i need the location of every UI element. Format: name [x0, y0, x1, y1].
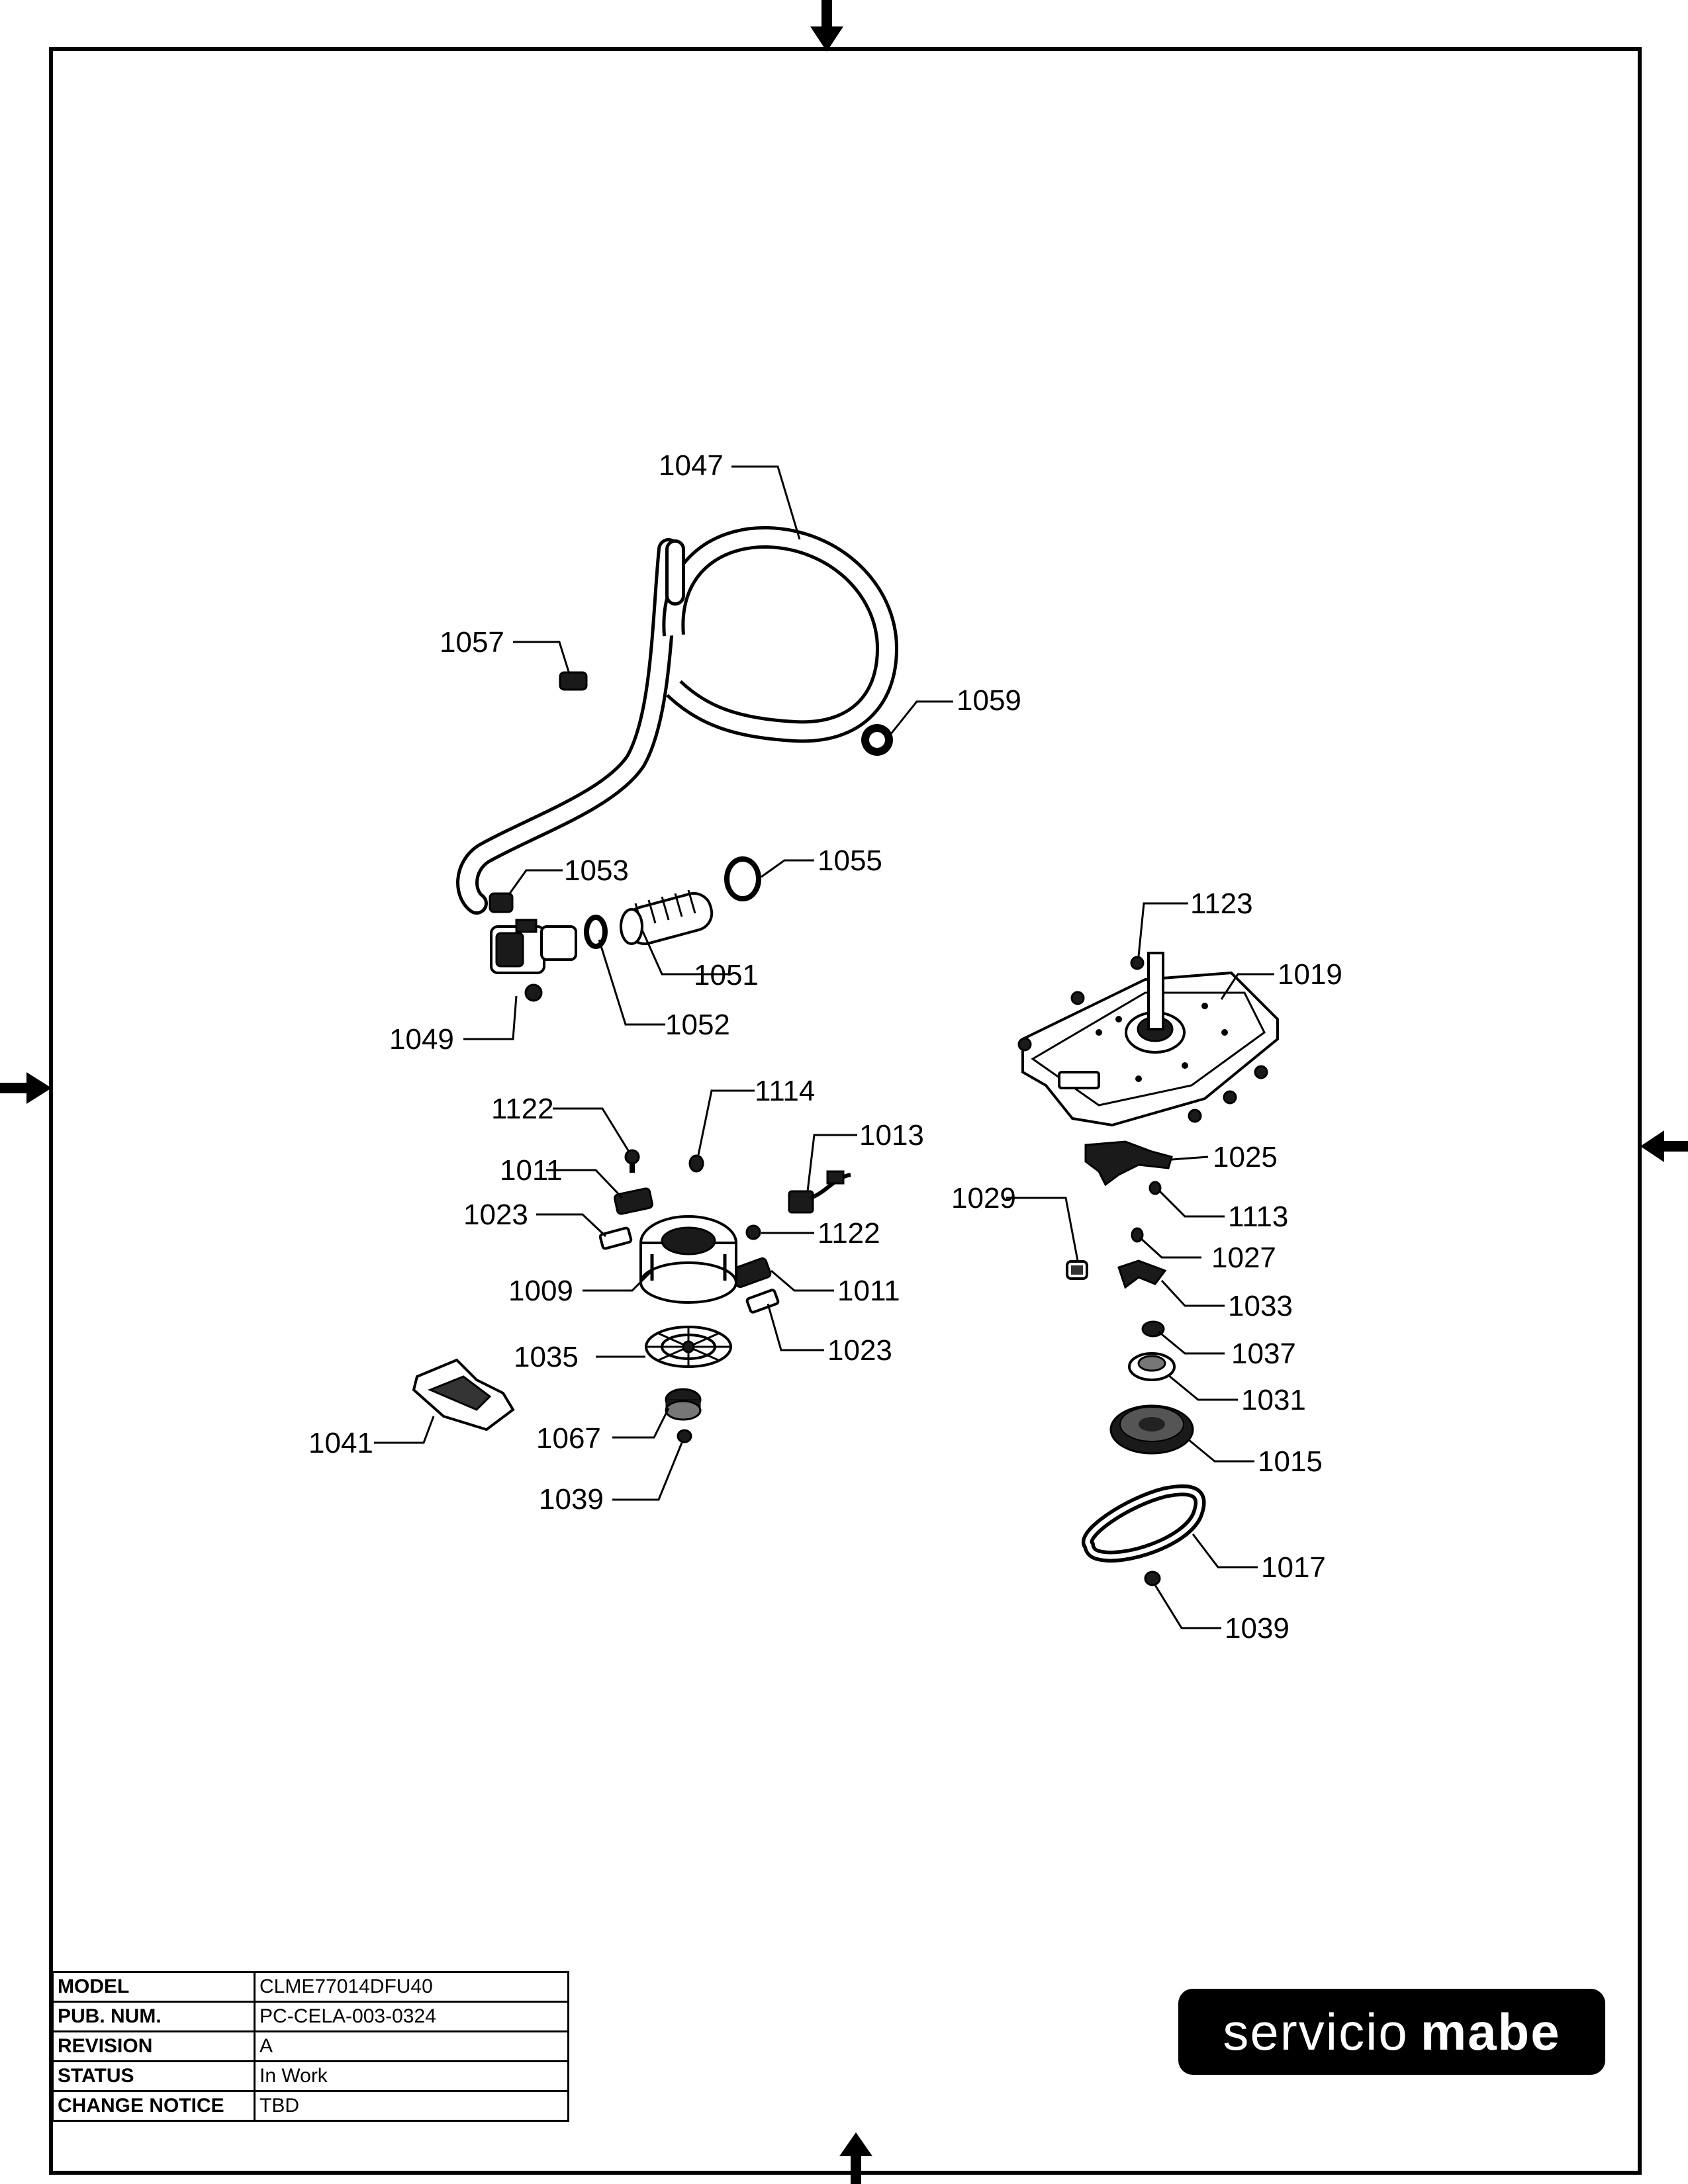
callout-1047: 1047 [659, 449, 724, 482]
callout-1027: 1027 [1211, 1242, 1276, 1274]
callout-1019: 1019 [1278, 958, 1342, 991]
callout-1009: 1009 [508, 1275, 573, 1307]
part-1057-hose-clip [559, 671, 588, 691]
part-1011-bracket-a [614, 1187, 653, 1215]
centering-arrow-bottom [839, 2132, 872, 2184]
callout-1035: 1035 [514, 1341, 579, 1373]
callout-1041: 1041 [308, 1427, 373, 1459]
part-1067-motor-pulley [665, 1388, 702, 1421]
title-row-pub-num: PUB. NUM. PC-CELA-003-0324 [52, 2001, 569, 2032]
part-1055-clamp [724, 856, 761, 901]
part-1025-shifter [1084, 1140, 1173, 1187]
callout-1057: 1057 [440, 626, 504, 659]
model-label: MODEL [52, 1971, 256, 2003]
callout-1052: 1052 [665, 1009, 730, 1041]
callout-1053: 1053 [564, 854, 629, 887]
part-1052-washer [584, 915, 608, 949]
callout-1051: 1051 [694, 959, 759, 991]
status-value: In Work [254, 2060, 569, 2092]
callout-labels: 1047 1057 1059 1053 1055 1051 1052 1049 … [308, 449, 1342, 1645]
callout-1011-b: 1011 [837, 1275, 900, 1307]
callout-1039-b: 1039 [1225, 1612, 1289, 1645]
callout-1023-a: 1023 [463, 1199, 528, 1231]
title-row-revision: REVISION A [52, 2030, 569, 2062]
brand-word-mabe: mabe [1420, 2002, 1561, 2061]
part-1114-screw [688, 1154, 704, 1173]
callout-1122-a: 1122 [491, 1093, 554, 1125]
leader-lines [374, 465, 1274, 1629]
title-row-change-notice: CHANGE NOTICE TBD [52, 2090, 569, 2122]
title-row-status: STATUS In Work [52, 2060, 569, 2092]
callout-1059: 1059 [957, 684, 1021, 717]
part-1039-nut-a [677, 1429, 692, 1443]
callout-1123: 1123 [1190, 887, 1253, 920]
callout-1049: 1049 [389, 1023, 454, 1056]
part-1015-transmission-pulley [1109, 1404, 1194, 1455]
callout-1031: 1031 [1241, 1384, 1306, 1416]
change-notice-value: TBD [254, 2090, 569, 2122]
part-1033-shift-lever [1117, 1259, 1167, 1289]
callout-1029: 1029 [951, 1182, 1016, 1214]
part-1049-drain-pump [490, 919, 577, 1002]
centering-arrow-right [1640, 1130, 1688, 1162]
callout-1025: 1025 [1213, 1141, 1278, 1173]
part-1023-pad-a [598, 1226, 633, 1250]
part-1122-screw-a [624, 1149, 640, 1173]
callout-1023-b: 1023 [827, 1334, 892, 1367]
change-notice-label: CHANGE NOTICE [52, 2090, 256, 2122]
callout-1067: 1067 [536, 1422, 601, 1455]
pub-num-label: PUB. NUM. [52, 2001, 256, 2032]
part-1013-harness [788, 1170, 851, 1214]
callout-1037: 1037 [1231, 1338, 1296, 1370]
callout-1013: 1013 [859, 1119, 924, 1152]
centering-arrow-left [0, 1072, 52, 1104]
callout-1017: 1017 [1261, 1551, 1326, 1584]
part-1053-clip [489, 892, 514, 913]
part-1035-fan [645, 1326, 732, 1368]
part-1051-connector-hose [620, 889, 714, 946]
part-1041-motor-bracket [412, 1358, 515, 1432]
part-1029-block [1066, 1260, 1088, 1280]
servicio-mabe-logo: servicio mabe [1178, 1989, 1605, 2075]
part-1009-motor [639, 1215, 737, 1304]
revision-label: REVISION [52, 2030, 256, 2062]
title-row-model: MODEL CLME77014DFU40 [52, 1971, 569, 2003]
part-1019-mounting-plate [1017, 952, 1279, 1127]
part-1122-screw-b [745, 1224, 761, 1240]
centering-arrow-top [810, 0, 843, 52]
callout-1033: 1033 [1228, 1290, 1293, 1322]
callout-1122-b: 1122 [818, 1217, 880, 1250]
part-1123-bolt [1130, 956, 1145, 970]
part-1047-drain-hose [456, 525, 899, 915]
callout-1039-a: 1039 [539, 1483, 604, 1516]
callout-1011-a: 1011 [500, 1154, 563, 1187]
title-block: MODEL CLME77014DFU40 PUB. NUM. PC-CELA-0… [52, 1971, 569, 2122]
callout-1114: 1114 [755, 1075, 815, 1107]
revision-value: A [254, 2030, 569, 2062]
part-1017-drive-belt [1082, 1484, 1206, 1563]
part-1113-screw [1149, 1181, 1162, 1195]
brand-word-servicio: servicio [1223, 2002, 1409, 2061]
part-1023-pad-b [745, 1289, 780, 1314]
callout-1015: 1015 [1258, 1445, 1323, 1478]
part-1031-bearing [1128, 1352, 1176, 1381]
status-label: STATUS [52, 2060, 256, 2092]
callout-1055: 1055 [818, 844, 882, 877]
callout-1113: 1113 [1228, 1201, 1288, 1233]
pub-num-value: PC-CELA-003-0324 [254, 2001, 569, 2032]
part-1039-nut-b [1144, 1570, 1161, 1586]
part-1059-hose-clamp [861, 724, 893, 756]
drawing-border [49, 47, 1642, 2175]
model-value: CLME77014DFU40 [254, 1971, 569, 2003]
